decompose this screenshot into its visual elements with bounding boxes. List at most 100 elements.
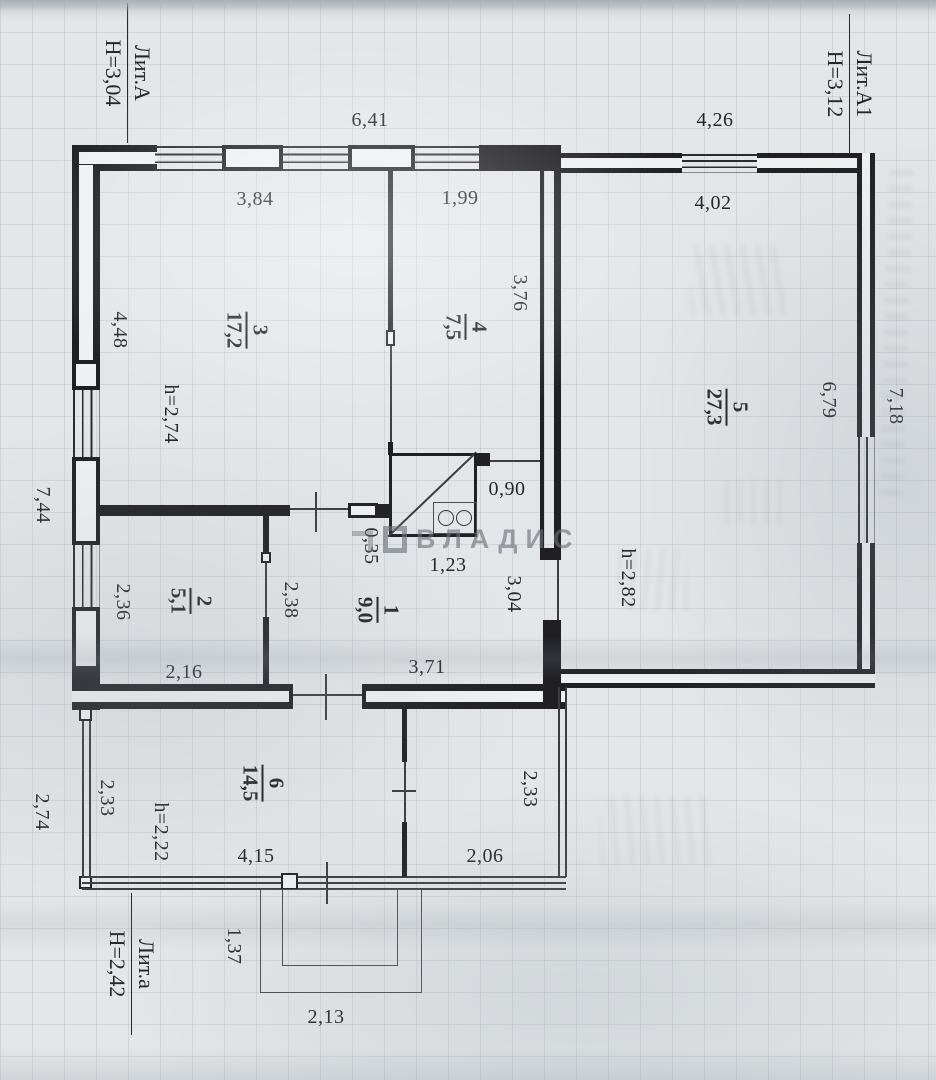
dim-0-90: 0,90 (488, 478, 526, 500)
litA-name: Лит.А (127, 3, 156, 143)
window-pier-top-2 (348, 145, 415, 171)
wall-top-litA-right (479, 145, 561, 171)
veranda-wall-bottom-2 (82, 882, 566, 884)
dim-2-16: 2,16 (165, 661, 203, 683)
room-6-number: 6 (262, 764, 289, 802)
veranda-wall-left-2 (89, 708, 91, 890)
stove-burner-icon (456, 510, 472, 526)
veranda-door-jamb (281, 873, 298, 890)
room-3-number: 3 (246, 311, 273, 349)
door-jamb-room2 (261, 552, 271, 563)
room-label-4: 4 7,5 (441, 313, 492, 341)
veranda-wall-bottom-1 (82, 876, 566, 878)
door-threshold-room1 (293, 694, 362, 696)
wall-room4-left-lower (388, 442, 393, 455)
window-pier-left-2 (72, 457, 100, 545)
window-top-litA1 (682, 154, 757, 173)
passage-090-top (490, 460, 540, 462)
dim-2-33-left: 2,33 (96, 779, 118, 817)
dim-2-74: 2,74 (31, 793, 53, 831)
window-right (858, 437, 875, 543)
dim-1-37: 1,37 (223, 927, 245, 965)
veranda-post-top (79, 708, 92, 721)
dim-7-44: 7,44 (32, 486, 54, 524)
veranda-partition-upper (402, 708, 407, 762)
wall-right-lower (857, 543, 875, 688)
veranda-wall-bottom-3 (82, 888, 566, 890)
survey-tick-door-room1 (325, 674, 327, 720)
room-6-area: 14,5 (239, 764, 263, 802)
room-label-1: 1 9,0 (353, 596, 404, 624)
dim-2-38: 2,38 (280, 581, 302, 619)
bleed-through-mark (878, 169, 914, 501)
dim-4-48: 4,48 (109, 311, 131, 349)
doorway-room1-room5 (557, 560, 559, 620)
wall-bottom-litA-right (362, 684, 565, 709)
wall-room5-left-upper (554, 156, 561, 550)
room-1-number: 1 (377, 596, 404, 624)
watermark: ВЛАДИС (383, 526, 580, 553)
dim-3-84: 3,84 (236, 188, 274, 210)
dim-6-79: 6,79 (818, 381, 840, 419)
dim-1-99: 1,99 (441, 187, 479, 209)
veranda-wall-right-1 (558, 687, 560, 877)
ceiling-height-room5: h=2,82 (617, 548, 639, 608)
survey-tick-partition (392, 790, 416, 792)
litA-height: Н=3,04 (101, 39, 127, 107)
watermark-text: ВЛАДИС (416, 524, 581, 554)
dim-4-15: 4,15 (237, 845, 275, 867)
litA1-height: Н=3,12 (823, 50, 849, 118)
stove-nook-pier (474, 453, 490, 466)
window-pier-left-3 (72, 607, 100, 670)
wall-right-upper (857, 153, 875, 437)
window-top-2 (283, 146, 348, 171)
room-5-area: 27,3 (703, 388, 727, 426)
dim-3-04: 3,04 (503, 575, 525, 613)
survey-tick-door-room3 (315, 492, 317, 532)
window-left-2 (73, 545, 100, 607)
doorway-room2 (265, 563, 267, 617)
window-pier-top-1 (222, 145, 283, 171)
wall-top-litA1-left (561, 153, 682, 173)
room-3-area: 17,2 (223, 311, 247, 349)
doorway-room3 (290, 508, 348, 510)
dim-2-13: 2,13 (307, 1006, 345, 1028)
bleed-through-mark (690, 245, 785, 315)
dim-3-76: 3,76 (509, 274, 531, 312)
veranda-wall-left-1 (82, 708, 84, 890)
wall-bottom-litA1 (557, 669, 875, 688)
doorway-room4 (390, 346, 392, 442)
room-label-5: 5 27,3 (702, 388, 753, 426)
room-label-3: 3 17,2 (222, 311, 273, 349)
dim-1-23: 1,23 (429, 554, 467, 576)
dim-4-02: 4,02 (694, 192, 732, 214)
stove-nook-outline (389, 453, 477, 537)
room-2-number: 2 (190, 587, 217, 615)
dim-2-33-right: 2,33 (519, 770, 541, 808)
veranda-wall-right-2 (565, 687, 567, 877)
door-jamb-room4 (386, 330, 395, 346)
wall-room5-left-lower (543, 620, 561, 703)
porch-inner (282, 889, 398, 966)
door-jamb-room3 (348, 503, 378, 518)
veranda-partition-lower (402, 822, 407, 877)
window-top-1 (155, 146, 222, 171)
dim-3-71: 3,71 (408, 656, 446, 678)
room-1-area: 9,0 (354, 596, 378, 624)
room-label-6: 6 14,5 (238, 764, 289, 802)
wall-room2-right-upper (263, 516, 269, 552)
bleed-through-mark (600, 795, 715, 865)
building-label-lita: Лит.а Н=2,42 (104, 893, 160, 1035)
wall-room4-right (540, 170, 544, 550)
dim-7-18: 7,18 (885, 387, 907, 425)
window-top-3 (415, 146, 479, 171)
veranda-partition-door (404, 762, 406, 822)
dim-2-36: 2,36 (112, 583, 134, 621)
dim-6-41: 6,41 (351, 109, 389, 131)
wall-left-upper (72, 165, 100, 360)
wall-room5-joint (540, 548, 561, 560)
bleed-through-mark (725, 480, 785, 525)
wall-pier-035 (378, 504, 390, 518)
wall-room3-bottom (97, 505, 290, 516)
